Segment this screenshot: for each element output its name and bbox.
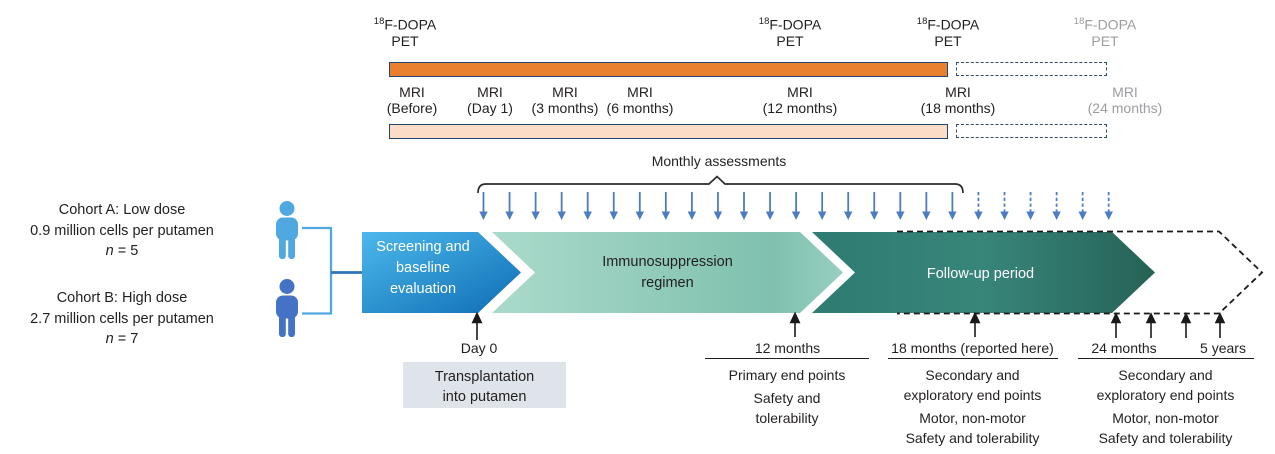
monthly-arrows-group bbox=[479, 192, 1113, 220]
cohort-bracket bbox=[302, 226, 333, 315]
pet-label-baseline: 18F-DOPA PET bbox=[345, 14, 465, 49]
m24-rule bbox=[1078, 358, 1254, 359]
pet-label-line2: PET bbox=[391, 32, 419, 49]
phase2-label: Immunosuppression regimen bbox=[602, 254, 733, 291]
mri-label-day1: MRI (Day 1) bbox=[435, 84, 545, 116]
m12-label: 12 months bbox=[754, 340, 821, 356]
m24-tick-arrow-1 bbox=[1110, 312, 1122, 338]
m24-tick-arrow-3 bbox=[1180, 312, 1192, 338]
m12-rule bbox=[705, 358, 869, 359]
pet-label-12mo: 18F-DOPA PET bbox=[730, 14, 850, 49]
mri-label-24mo: MRI (24 months) bbox=[1070, 84, 1180, 116]
m18-rule bbox=[888, 358, 1058, 359]
pet-label-line1: 18F-DOPA bbox=[373, 16, 437, 33]
mri-line2: (18 months) bbox=[920, 100, 996, 116]
monthly-arrow bbox=[583, 192, 592, 220]
pet-label-line1: 18F-DOPA bbox=[758, 16, 822, 33]
monthly-arrow bbox=[687, 192, 697, 220]
m5y-label: 5 years bbox=[1200, 340, 1246, 356]
monthly-arrow-dashed bbox=[1000, 192, 1009, 220]
mri-label-6mo: MRI (6 months) bbox=[585, 84, 695, 116]
day0-label: Day 0 bbox=[460, 340, 498, 356]
transplantation-note-box: Transplantation into putamen bbox=[403, 362, 566, 408]
mri-line1: MRI bbox=[399, 84, 425, 100]
pet-label-line2: PET bbox=[1091, 32, 1119, 49]
monthly-arrow bbox=[739, 192, 749, 220]
m24-tick-arrow-2 bbox=[1145, 312, 1157, 338]
monthly-arrow bbox=[531, 192, 540, 220]
mri-timeline-bar bbox=[389, 124, 948, 139]
monthly-arrow bbox=[765, 192, 775, 220]
mri-line1: MRI bbox=[477, 84, 503, 100]
monthly-arrow bbox=[844, 192, 853, 220]
pet-label-line2: PET bbox=[934, 32, 962, 49]
monthly-arrow bbox=[661, 192, 671, 220]
m18-label: 18 months (reported here) bbox=[891, 340, 1054, 356]
monthly-arrow-dashed bbox=[974, 192, 983, 220]
mri-line2: (24 months) bbox=[1087, 100, 1163, 116]
mri-line1: MRI bbox=[552, 84, 578, 100]
mri-line2: (Day 1) bbox=[467, 100, 513, 116]
mri-line1: MRI bbox=[945, 84, 971, 100]
monthly-arrow bbox=[557, 192, 566, 220]
mri-line2: (6 months) bbox=[606, 100, 674, 116]
cohort-b-dose: 2.7 million cells per putamen bbox=[30, 310, 214, 327]
m12-arrow bbox=[789, 311, 801, 337]
mri-line1: MRI bbox=[627, 84, 653, 100]
pet-label-line2: PET bbox=[776, 32, 804, 49]
cohort-b-n: n = 7 bbox=[105, 331, 139, 347]
mri-label-18mo: MRI (18 months) bbox=[903, 84, 1013, 116]
monthly-arrow bbox=[817, 192, 827, 220]
person-icon-cohort-a bbox=[276, 201, 298, 259]
monthly-assessments-brace bbox=[477, 175, 964, 194]
phase1-label: Screening and baseline evaluation bbox=[376, 239, 470, 297]
mri-line2: (3 months) bbox=[531, 100, 599, 116]
monthly-arrow bbox=[896, 192, 905, 220]
mri-label-12mo: MRI (12 months) bbox=[745, 84, 855, 116]
monthly-arrow bbox=[713, 192, 723, 220]
cohort-a-block: Cohort A: Low dose 0.9 million cells per… bbox=[8, 200, 236, 262]
monthly-arrow bbox=[922, 192, 931, 220]
pet-label-line1: 18F-DOPA bbox=[1073, 16, 1137, 33]
cohort-a-title: Cohort A: Low dose bbox=[58, 202, 186, 218]
mri-timeline-extension-dashed bbox=[956, 124, 1107, 138]
monthly-arrow bbox=[479, 192, 488, 220]
mri-line1: MRI bbox=[1112, 84, 1138, 100]
m12-endpoints: Primary end points Safety and tolerabili… bbox=[728, 367, 846, 426]
person-icon-cohort-b bbox=[276, 279, 298, 337]
monthly-arrow bbox=[505, 192, 514, 220]
monthly-arrow-dashed bbox=[1104, 192, 1113, 220]
monthly-arrow bbox=[791, 192, 801, 220]
cohort-a-dose: 0.9 million cells per putamen bbox=[30, 222, 214, 239]
day0-arrow bbox=[471, 311, 483, 340]
pet-label-18mo: 18F-DOPA PET bbox=[888, 14, 1008, 49]
m24-endpoints: Secondary and exploratory end points Mot… bbox=[1096, 367, 1235, 446]
mri-line2: (Before) bbox=[386, 100, 438, 116]
cohort-b-block: Cohort B: High dose 2.7 million cells pe… bbox=[8, 288, 236, 350]
m24-label: 24 months bbox=[1091, 340, 1157, 356]
pet-label-line1: 18F-DOPA bbox=[916, 16, 980, 33]
m18-arrow bbox=[969, 311, 981, 337]
pet-timeline-bar bbox=[389, 62, 948, 77]
monthly-arrow bbox=[635, 192, 644, 220]
mri-label-3mo: MRI (3 months) bbox=[510, 84, 620, 116]
mri-line2: (12 months) bbox=[762, 100, 838, 116]
monthly-arrow-dashed bbox=[1052, 192, 1061, 220]
mri-label-before: MRI (Before) bbox=[357, 84, 467, 116]
cohort-b-title: Cohort B: High dose bbox=[56, 290, 188, 306]
m5y-tick-arrow bbox=[1214, 312, 1226, 338]
phase3-label: Follow-up period bbox=[926, 266, 1035, 282]
monthly-arrow bbox=[948, 192, 957, 220]
mri-line1: MRI bbox=[787, 84, 813, 100]
pet-label-24mo: 18F-DOPA PET bbox=[1045, 14, 1165, 49]
monthly-arrow bbox=[870, 192, 879, 220]
monthly-assessments-label: Monthly assessments bbox=[651, 153, 787, 169]
m18-endpoints: Secondary and exploratory end points Mot… bbox=[903, 367, 1042, 446]
monthly-arrow bbox=[609, 192, 618, 220]
monthly-arrow-dashed bbox=[1078, 192, 1087, 220]
cohort-a-n: n = 5 bbox=[105, 243, 139, 259]
monthly-arrow-dashed bbox=[1026, 192, 1035, 220]
pet-timeline-extension-dashed bbox=[956, 62, 1107, 76]
